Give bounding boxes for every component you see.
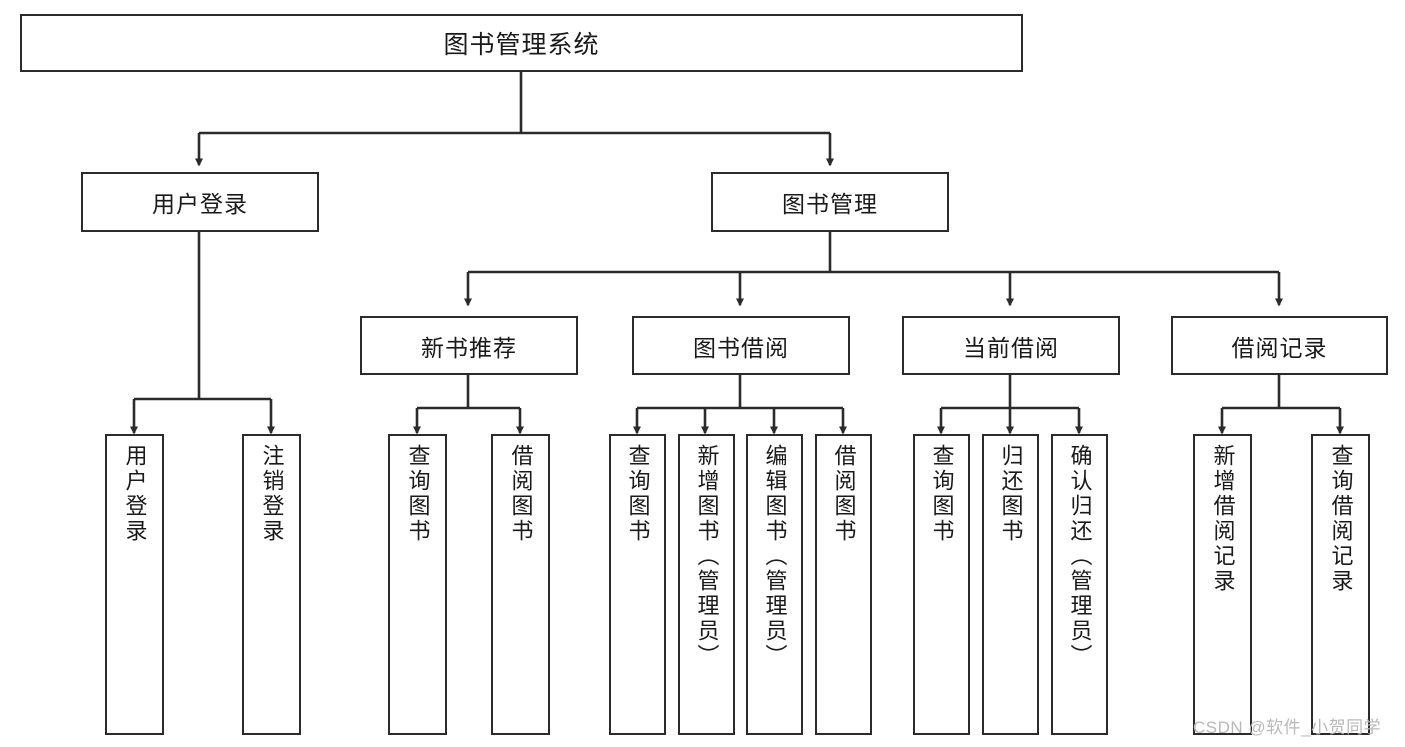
- leaf-label: 借阅图书: [831, 444, 857, 544]
- leaf-label: 新增图书（管理员）: [694, 444, 720, 669]
- leaf-label: 查询图书: [929, 444, 955, 544]
- leaf-borrow-borrow-book[interactable]: 借阅图书: [815, 434, 872, 735]
- node-borrow-record[interactable]: 借阅记录: [1171, 316, 1388, 375]
- leaf-current-query-book[interactable]: 查询图书: [913, 434, 970, 735]
- leaf-label: 用户登录: [122, 444, 148, 544]
- node-user-login[interactable]: 用户登录: [81, 172, 319, 232]
- leaf-borrow-query-book[interactable]: 查询图书: [609, 434, 666, 735]
- leaf-new-book-query[interactable]: 查询图书: [388, 434, 447, 735]
- node-book-borrow[interactable]: 图书借阅: [632, 316, 850, 375]
- leaf-label: 注销登录: [259, 444, 285, 544]
- leaf-record-add[interactable]: 新增借阅记录: [1193, 434, 1252, 735]
- leaf-label: 查询图书: [625, 444, 651, 544]
- node-new-book-recommend[interactable]: 新书推荐: [360, 316, 578, 375]
- leaf-label: 借阅图书: [508, 444, 534, 544]
- leaf-record-query[interactable]: 查询借阅记录: [1311, 434, 1370, 735]
- node-current-borrow[interactable]: 当前借阅: [902, 316, 1120, 375]
- leaf-borrow-edit-book-admin[interactable]: 编辑图书（管理员）: [746, 434, 803, 735]
- leaf-new-book-borrow[interactable]: 借阅图书: [491, 434, 550, 735]
- leaf-current-confirm-return-admin[interactable]: 确认归还（管理员）: [1051, 434, 1108, 735]
- leaf-borrow-add-book-admin[interactable]: 新增图书（管理员）: [678, 434, 735, 735]
- leaf-label: 新增借阅记录: [1210, 444, 1236, 594]
- leaf-user-login-login[interactable]: 用户登录: [105, 434, 164, 735]
- leaf-label: 确认归还（管理员）: [1067, 444, 1093, 669]
- leaf-label: 归还图书: [998, 444, 1024, 544]
- node-root-system[interactable]: 图书管理系统: [20, 14, 1023, 72]
- leaf-label: 查询借阅记录: [1328, 444, 1354, 594]
- leaf-label: 编辑图书（管理员）: [762, 444, 788, 669]
- csdn-watermark: CSDN @软件_小贺同学: [1193, 718, 1382, 737]
- leaf-label: 查询图书: [405, 444, 431, 544]
- leaf-user-login-logout[interactable]: 注销登录: [242, 434, 301, 735]
- node-book-management[interactable]: 图书管理: [711, 172, 949, 232]
- leaf-current-return-book[interactable]: 归还图书: [982, 434, 1039, 735]
